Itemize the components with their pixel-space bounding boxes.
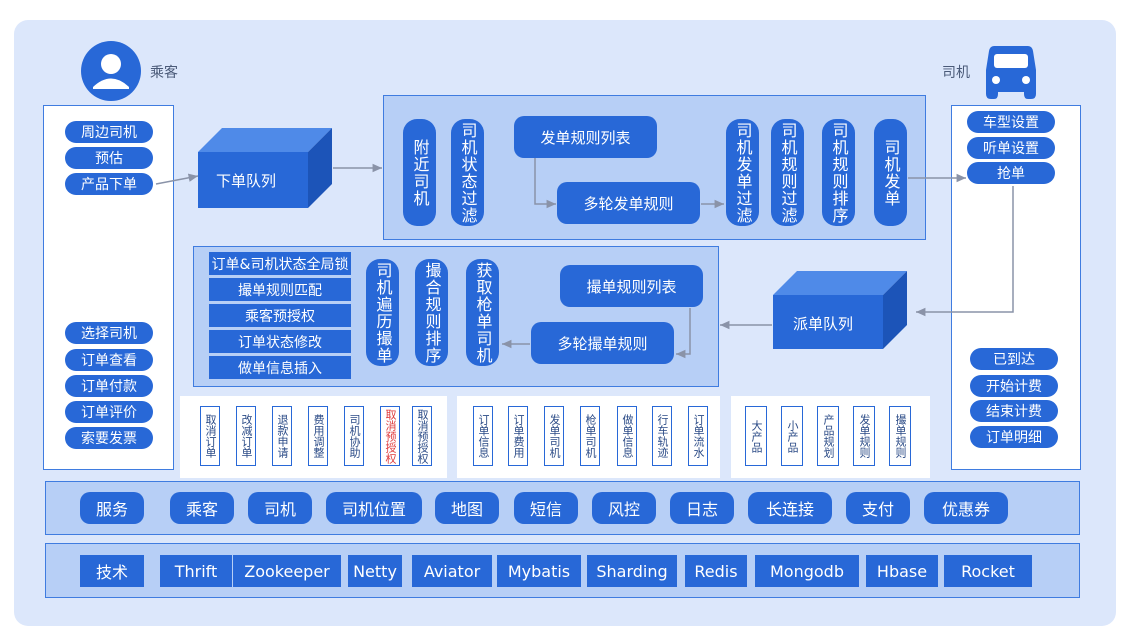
passenger-bottom-item[interactable]: 订单付款 [65,375,153,397]
service-item[interactable]: 司机位置 [326,492,422,524]
driver-bottom-item[interactable]: 开始计费 [970,375,1058,397]
tech-item[interactable]: Mongodb [755,555,859,587]
passenger-top-item[interactable]: 周边司机 [65,121,153,143]
tech-item[interactable]: Zookeeper [233,555,341,587]
service-item[interactable]: 风控 [592,492,656,524]
grab-stack-item: 撮单规则匹配 [209,278,351,301]
driver-rule-filter-step: 司机规则过滤 [771,119,804,226]
order-op-item: 费用调整 [308,406,328,466]
product-item: 撮单规则 [889,406,911,466]
order-info-item: 订单信息 [473,406,493,466]
match-rule-sort-step: 撮合规则排序 [415,259,448,366]
tech-item[interactable]: Sharding [587,555,677,587]
driver-label: 司机 [942,65,970,81]
driver-dispatch-filter-step: 司机发单过滤 [726,119,759,226]
service-item[interactable]: 长连接 [748,492,832,524]
product-item: 大产品 [745,406,767,466]
product-item: 发单规则 [853,406,875,466]
driver-status-filter-step: 司机状态过滤 [451,119,484,226]
service-bar-title: 服务 [80,492,144,524]
tech-item[interactable]: Mybatis [497,555,581,587]
order-op-item-highlighted: 取消预授权 [380,406,400,466]
grab-rule-list: 撮单规则列表 [560,265,703,307]
driver-traverse-grab-step: 司机遍历撮单 [366,259,399,366]
passenger-avatar-icon [80,40,142,102]
service-item[interactable]: 优惠券 [924,492,1008,524]
tech-bar-title: 技术 [80,555,144,587]
dispatch-queue-box: 派单队列 [773,271,907,349]
grab-stack-item: 乘客预授权 [209,304,351,327]
service-item[interactable]: 司机 [248,492,312,524]
order-op-item: 取消订单 [200,406,220,466]
order-info-item: 发单司机 [544,406,564,466]
tech-item[interactable]: Rocket [944,555,1032,587]
tech-item[interactable]: Redis [685,555,747,587]
grab-stack-item: 订单&司机状态全局锁 [209,252,351,275]
get-grab-driver-step: 获取枪单司机 [466,259,499,366]
grab-stack-item: 订单状态修改 [209,330,351,353]
driver-top-item[interactable]: 车型设置 [967,111,1055,133]
passenger-top-item[interactable]: 预估 [65,147,153,169]
passenger-bottom-item[interactable]: 索要发票 [65,427,153,449]
tech-item[interactable]: Thrift [160,555,232,587]
passenger-bottom-item[interactable]: 选择司机 [65,322,153,344]
tech-item[interactable]: Aviator [412,555,492,587]
order-queue-box: 下单队列 [198,128,332,208]
order-op-item: 司机协助 [344,406,364,466]
service-item[interactable]: 支付 [846,492,910,524]
driver-dispatch-step: 司机发单 [874,119,907,226]
passenger-label: 乘客 [150,65,178,81]
driver-top-item[interactable]: 听单设置 [967,137,1055,159]
dispatch-rule-list: 发单规则列表 [514,116,657,158]
order-op-item: 退款申请 [272,406,292,466]
driver-bottom-item[interactable]: 已到达 [970,348,1058,370]
service-item[interactable]: 地图 [435,492,499,524]
order-info-item: 订单费用 [508,406,528,466]
driver-top-item[interactable]: 抢单 [967,162,1055,184]
order-queue-label: 下单队列 [216,172,277,190]
product-item: 小产品 [781,406,803,466]
multi-round-dispatch-rule: 多轮发单规则 [557,182,700,224]
order-op-item: 改减订单 [236,406,256,466]
order-info-item: 枪单司机 [580,406,600,466]
dispatch-queue-label: 派单队列 [793,315,854,333]
driver-rule-sort-step: 司机规则排序 [822,119,855,226]
passenger-bottom-item[interactable]: 订单查看 [65,349,153,371]
driver-bottom-item[interactable]: 结束计费 [970,400,1058,422]
product-item: 产品规划 [817,406,839,466]
service-item[interactable]: 乘客 [170,492,234,524]
service-item[interactable]: 日志 [670,492,734,524]
passenger-bottom-item[interactable]: 订单评价 [65,401,153,423]
car-icon [984,42,1038,102]
service-item[interactable]: 短信 [514,492,578,524]
order-op-item: 取消预授权 [412,406,432,466]
driver-bottom-item[interactable]: 订单明细 [970,426,1058,448]
order-info-item: 订单流水 [688,406,708,466]
passenger-top-item[interactable]: 产品下单 [65,173,153,195]
order-info-item: 做单信息 [617,406,637,466]
tech-item[interactable]: Hbase [866,555,938,587]
order-info-item: 行车轨迹 [652,406,672,466]
tech-item[interactable]: Netty [348,555,402,587]
grab-stack-item: 做单信息插入 [209,356,351,379]
nearby-drivers-step: 附近司机 [403,119,436,226]
multi-round-grab-rule: 多轮撮单规则 [531,322,674,364]
